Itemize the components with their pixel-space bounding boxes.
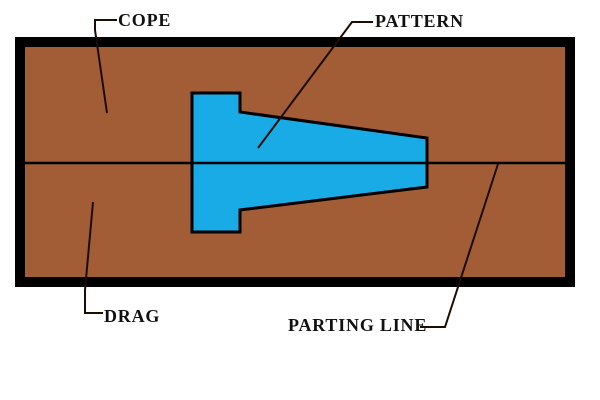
drag-leader-line — [84, 201, 103, 314]
cope-leader-line — [94, 19, 117, 114]
pattern-label: PATTERN — [375, 11, 464, 31]
pattern-leader-line — [257, 21, 373, 149]
parting-line-leader-line — [420, 163, 499, 328]
drag-label: DRAG — [104, 306, 160, 326]
parting-line-label: PARTING LINE — [288, 315, 427, 335]
cope-label: COPE — [118, 10, 171, 30]
